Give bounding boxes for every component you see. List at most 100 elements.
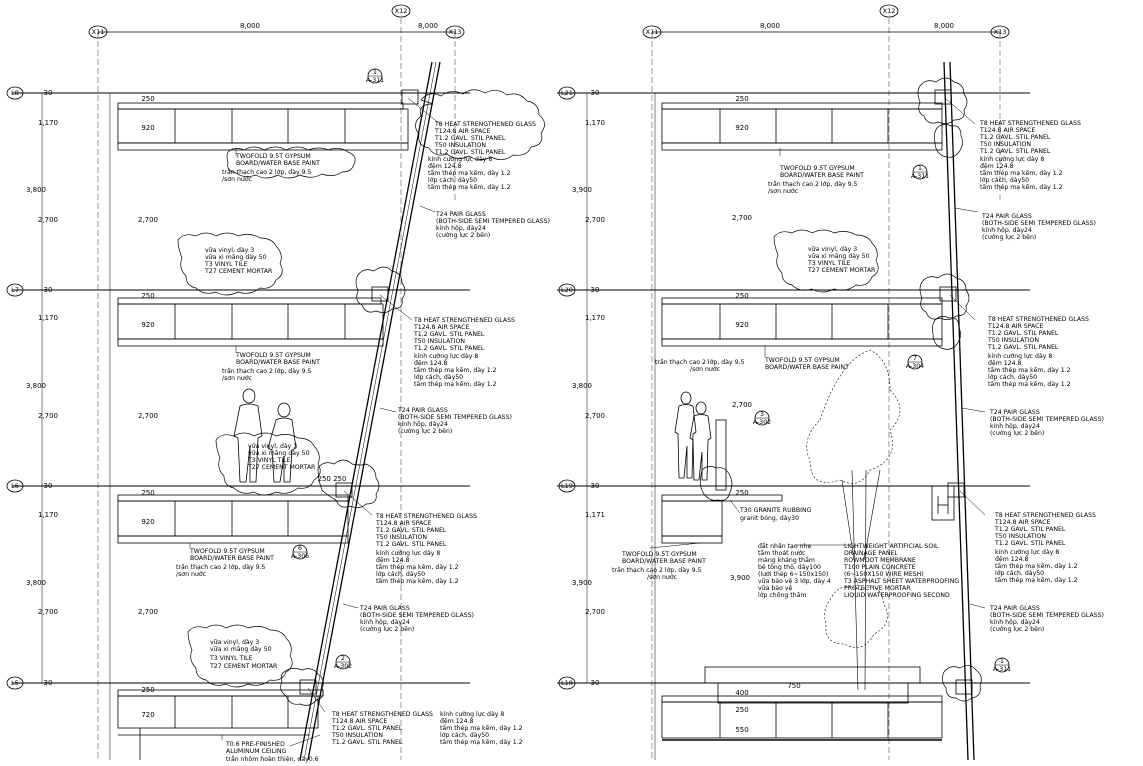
note-heat-glass-l8: T8 HEAT STRENGTHENED GLASS T124.8 AIR SP…: [428, 121, 536, 191]
note-line: đệm 124.8: [440, 717, 474, 725]
note-line: trần thạch cao 2 lớp, dày 9.5: [222, 168, 312, 176]
note-line: trần thạch cao 2 lớp, dày 9.5: [655, 358, 745, 366]
dim-label: 2,700: [38, 412, 58, 420]
note-line: kính cường lực dày 8: [376, 549, 440, 557]
note-line: T8 HEAT STRENGTHENED GLASS: [331, 711, 433, 718]
note-heat-glass-l21: T8 HEAT STRENGTHENED GLASS T124.8 AIR SP…: [979, 120, 1081, 191]
note-pair-glass-3: T24 PAIR GLASS (BOTH-SIDE SEMI TEMPERED …: [359, 605, 474, 633]
note-pair-glass-r2: T24 PAIR GLASS (BOTH-SIDE SEMI TEMPERED …: [989, 409, 1104, 437]
note-line: đệm 124.8: [414, 359, 448, 367]
note-line: T1.2 GAVL. STIL PANEL: [994, 540, 1066, 547]
left-section: [12, 18, 545, 761]
note-line: BOARD/WATER BASE PAINT: [236, 160, 320, 167]
note-line: T27 CEMENT MORTAR: [807, 267, 876, 274]
note-line: T1.2 GAVL. STIL PANEL: [994, 526, 1066, 533]
note-line: T50 INSULATION: [979, 141, 1031, 148]
note-line: T3 VINYL TILE: [247, 457, 291, 464]
note-line: vữa xi măng dày 50: [205, 253, 267, 261]
dim-label: 3,900: [730, 574, 750, 582]
note-line: vữa vinyl, dày 3: [205, 246, 254, 254]
grid-label-x13-right: X13: [994, 28, 1007, 36]
note-line: T50 INSULATION: [413, 338, 465, 345]
level-label: L21: [561, 89, 573, 97]
level-label: L18: [561, 679, 573, 687]
note-line: vữa xi măng dày 50: [808, 252, 870, 260]
note-line: T3 ASPHALT SHEET WATERPROOFING: [843, 578, 959, 585]
note-pair-glass-r3: T24 PAIR GLASS (BOTH-SIDE SEMI TEMPERED …: [989, 605, 1104, 633]
note-line: T1.2 GAVL. STIL PANEL: [375, 527, 447, 534]
note-line: lớp cách, dày50: [995, 569, 1044, 577]
dim-label: 920: [141, 321, 154, 329]
note-line: TWOFOLD 9.5T GYPSUM: [764, 357, 840, 364]
note-vinyl-1: vữa vinyl, dày 3 vữa xi măng dày 50 T3 V…: [204, 246, 273, 275]
note-line: BOARD/WATER BASE PAINT: [622, 558, 706, 565]
note-line: (6~150X150 WIRE MESH): [844, 571, 924, 578]
note-line: T124.8 AIR SPACE: [331, 718, 387, 725]
note-line: tấm thép mạ kẽm, dày 1.2: [995, 576, 1078, 584]
note-line: kính cường lực dày 8: [440, 710, 504, 718]
note-line: (cường lực 2 bên): [990, 429, 1044, 437]
note-line: T50 INSULATION: [987, 337, 1039, 344]
dim-label: 1,170: [38, 511, 58, 519]
level-label: L7: [11, 286, 19, 294]
note-line: vữa bảo vệ: [758, 584, 792, 592]
note-line: T30 GRANITE RUBBING: [739, 507, 812, 514]
dim-label: 1,170: [38, 314, 58, 322]
note-line: kính hộp, dày24: [360, 618, 410, 626]
note-line: T1.2 GAVL. STIL PANEL: [987, 330, 1059, 337]
note-line: BOARD/WATER BASE PAINT: [190, 555, 274, 562]
note-line: trần thạch cao 2 lớp, dày 9.5: [222, 367, 312, 375]
note-line: kính cường lực dày 8: [428, 155, 492, 163]
level-label: L20: [561, 286, 573, 294]
note-line: lớp cách, dày50: [980, 176, 1029, 184]
dim-label: 720: [141, 711, 154, 719]
note-line: (lưới thép 6~150x150): [758, 570, 828, 578]
detail-tag-number: 6: [298, 545, 302, 552]
dim-label: 250: [735, 706, 748, 714]
note-line: T124.8 AIR SPACE: [987, 323, 1043, 330]
note-line: T50 INSULATION: [331, 732, 383, 739]
dim-label: 250: [735, 489, 748, 497]
dim-label: 920: [735, 124, 748, 132]
note-line: T24 PAIR GLASS: [435, 211, 486, 218]
note-line: /sơn nước: [222, 175, 253, 183]
dim-label: 1,170: [585, 119, 605, 127]
dim-label: 3,800: [26, 382, 46, 390]
note-line: T1.2 GAVL. STIL PANEL: [375, 541, 447, 548]
detail-tag-number: 2: [341, 655, 345, 662]
note-line: vữa vinyl, dày 3: [248, 442, 297, 450]
dim-label: 30: [591, 679, 600, 687]
note-line: kính cường lực dày 8: [995, 548, 1059, 556]
right-section: [557, 18, 1030, 761]
note-line: tấm thép mạ kẽm, dày 1.2: [988, 380, 1071, 388]
note-line: T8 HEAT STRENGTHENED GLASS: [434, 121, 536, 128]
note-line: kính hộp, dày24: [990, 422, 1040, 430]
dim-label: 30: [44, 482, 53, 490]
note-line: T1.2 GAVL. STIL PANEL: [434, 149, 506, 156]
note-gypsum-2: TWOFOLD 9.5T GYPSUM BOARD/WATER BASE PAI…: [222, 352, 320, 382]
note-gypsum-r1: TWOFOLD 9.5T GYPSUM BOARD/WATER BASE PAI…: [768, 165, 864, 195]
note-line: BOARD/WATER BASE PAINT: [765, 364, 849, 371]
note-heat-glass-l19: T8 HEAT STRENGTHENED GLASS T124.8 AIR SP…: [994, 512, 1096, 584]
note-line: trần thạch cao 2 lớp, dày 9.5: [768, 180, 858, 188]
note-line: đất nhân tạo nhẹ: [758, 542, 811, 550]
note-line: T24 PAIR GLASS: [359, 605, 410, 612]
note-line: T124.8 AIR SPACE: [413, 324, 469, 331]
note-line: BOARD/WATER BASE PAINT: [236, 359, 320, 366]
note-heat-glass-l6: T8 HEAT STRENGTHENED GLASS T124.8 AIR SP…: [375, 513, 477, 585]
note-line: T1.2 GAVL. STIL PANEL: [331, 725, 403, 732]
dim-label: 2,700: [585, 412, 605, 420]
note-line: T1.2 GAVL. STIL PANEL: [413, 345, 485, 352]
note-line: đệm 124.8: [428, 162, 462, 170]
dim-label: 250: [141, 686, 154, 694]
note-line: T124.8 AIR SPACE: [375, 520, 431, 527]
detail-tag-number: 3: [760, 411, 764, 418]
detail-tag-number: 1: [918, 165, 922, 172]
note-line: LIQUID WATERPROOFING SECOND: [844, 592, 950, 599]
detail-tag-ref: A-302: [334, 663, 352, 670]
grid-label-x12-right: X12: [883, 7, 896, 15]
note-heat-glass-l7: T8 HEAT STRENGTHENED GLASS T124.8 AIR SP…: [413, 317, 515, 388]
note-line: /sơn nước: [222, 374, 253, 382]
note-granite: T30 GRANITE RUBBING granit bóng, dày30: [739, 507, 812, 522]
note-line: đệm 124.8: [376, 556, 410, 564]
